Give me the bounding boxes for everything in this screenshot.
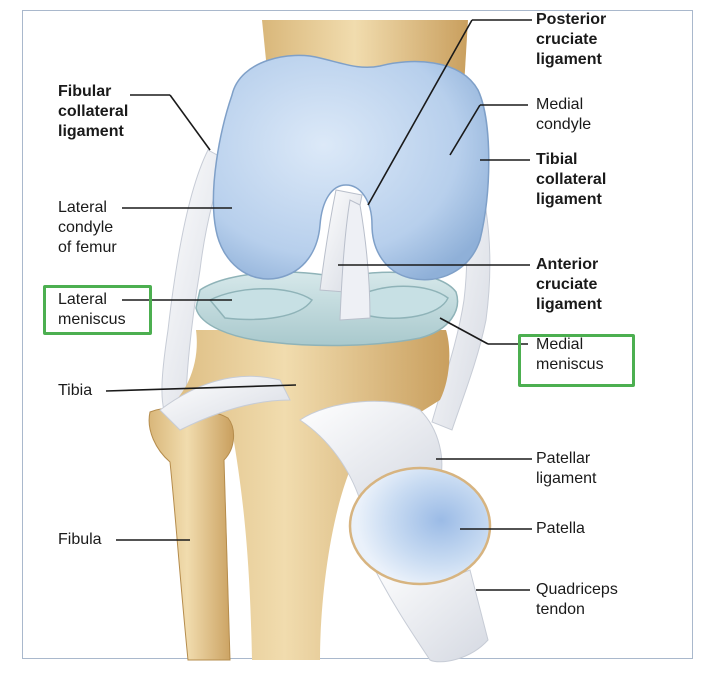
label-lateral-condyle: Lateral condyle of femur: [58, 198, 117, 258]
leader-fibular-collateral-2: [169, 94, 211, 151]
label-line: Patellar: [536, 450, 591, 467]
label-posterior-cruciate: Posterior cruciate ligament: [536, 10, 606, 70]
label-quadriceps-tendon: Quadriceps tendon: [536, 580, 618, 620]
label-line: of femur: [58, 239, 117, 256]
fibula-bone: [148, 407, 234, 661]
label-line: meniscus: [58, 311, 126, 328]
label-line: ligament: [536, 470, 597, 487]
highlight-box-lateral-meniscus: [43, 285, 152, 335]
label-line: ligament: [536, 191, 602, 208]
label-line: Medial: [536, 96, 584, 113]
label-line: Quadriceps: [536, 581, 618, 598]
label-patellar-ligament: Patellar ligament: [536, 449, 596, 489]
label-fibula: Fibula: [58, 531, 102, 548]
lateral-meniscus-shape: [208, 288, 314, 321]
label-line: ligament: [536, 51, 602, 68]
leader-posterior-cruciate-2: [367, 19, 473, 206]
label-line: meniscus: [536, 356, 604, 373]
label-line: condyle: [536, 116, 592, 133]
medial-meniscus-shape: [358, 285, 449, 319]
label-line: Lateral: [58, 291, 107, 308]
label-line: Lateral: [58, 199, 107, 216]
label-line: ligament: [536, 296, 602, 313]
label-medial-meniscus: Medial meniscus: [536, 335, 604, 375]
leader-lines: [105, 19, 532, 591]
label-tibia: Tibia: [58, 382, 93, 399]
highlight-box-medial-meniscus: [518, 334, 635, 387]
label-line: cruciate: [536, 31, 598, 48]
label-line: collateral: [536, 171, 607, 188]
label-line: Posterior: [536, 11, 607, 28]
label-line: Tibial: [536, 151, 578, 168]
label-line: Anterior: [536, 256, 599, 273]
label-medial-condyle: Medial condyle: [536, 95, 591, 135]
label-tibial-collateral: Tibial collateral ligament: [536, 150, 606, 210]
patella-shape: [348, 466, 492, 586]
label-line: condyle: [58, 219, 114, 236]
label-line: tendon: [536, 601, 585, 618]
label-lateral-meniscus: Lateral meniscus: [58, 290, 126, 330]
label-fibular-collateral: Fibular collateral ligament: [58, 82, 128, 142]
label-line: Medial: [536, 336, 584, 353]
label-line: ligament: [58, 123, 124, 140]
leader-tibia: [105, 384, 297, 392]
label-line: collateral: [58, 103, 129, 120]
label-anterior-cruciate: Anterior cruciate ligament: [536, 255, 602, 315]
label-line: Fibular: [58, 83, 112, 100]
leader-medial-condyle-2: [449, 104, 481, 156]
anterior-cruciate-shape: [339, 199, 371, 321]
label-line: cruciate: [536, 276, 598, 293]
leader-medial-meniscus-2: [439, 317, 489, 345]
label-patella: Patella: [536, 520, 585, 537]
